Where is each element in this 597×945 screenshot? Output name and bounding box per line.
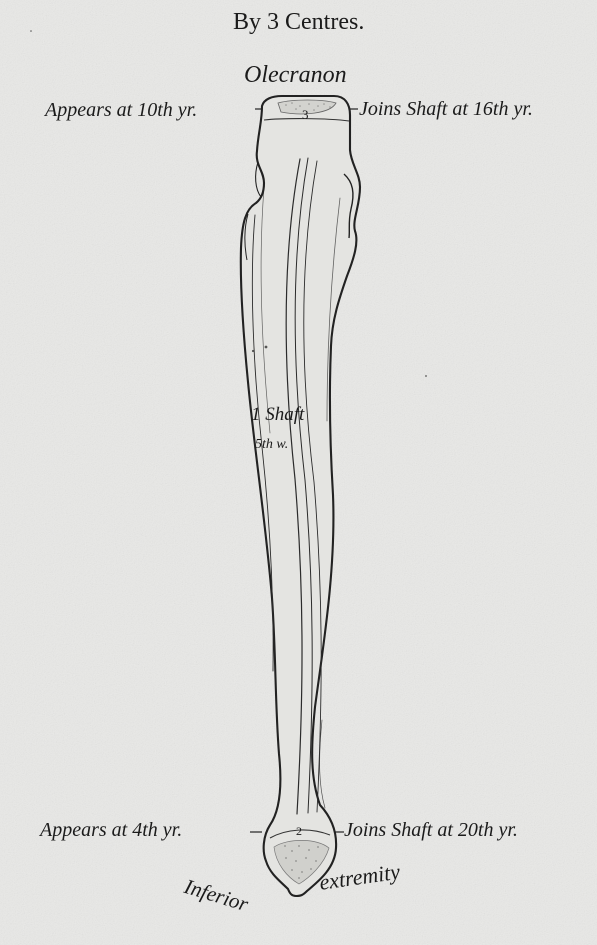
- bottom-left-annotation: Appears at 4th yr.: [40, 820, 182, 840]
- top-left-annotation: Appears at 10th yr.: [45, 100, 197, 120]
- figure-heading: By 3 Centres.: [233, 10, 364, 34]
- centre-2-number: 2: [296, 825, 302, 837]
- bottom-right-annotation: Joins Shaft at 20th yr.: [344, 820, 518, 840]
- top-right-annotation: Joins Shaft at 16th yr.: [359, 99, 533, 119]
- shaft-note: 5th w.: [255, 438, 288, 452]
- centre-3-number: 3: [302, 108, 309, 121]
- shaft-label: 1 Shaft: [251, 405, 304, 424]
- olecranon-label: Olecranon: [244, 63, 347, 87]
